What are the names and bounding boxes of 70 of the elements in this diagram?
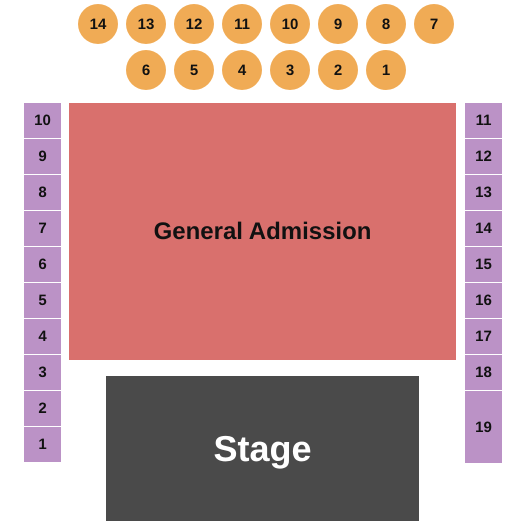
seating-section (465, 103, 502, 138)
section-label: 8 (38, 184, 47, 201)
seating-section (24, 427, 61, 462)
section-label: 5 (190, 62, 198, 78)
seat-table (126, 4, 166, 44)
section-label: 11 (234, 16, 250, 32)
section-label: 13 (475, 184, 492, 201)
section-label: 1 (38, 436, 47, 453)
seat-table (270, 50, 310, 90)
seating-section (465, 247, 502, 282)
seating-section (465, 139, 502, 174)
seating-section (465, 175, 502, 210)
seat-table (78, 4, 118, 44)
seating-section (24, 319, 61, 354)
section-label: 3 (38, 364, 47, 381)
seat-table (174, 4, 214, 44)
section-label: 6 (142, 62, 150, 78)
section-label: 15 (475, 256, 492, 273)
section-label: Stage (213, 428, 312, 470)
section-label: 6 (38, 256, 47, 273)
section-label: 11 (476, 112, 492, 129)
seating-section (24, 175, 61, 210)
seating-section (24, 103, 61, 138)
seat-table (318, 50, 358, 90)
section-label: 17 (475, 328, 492, 345)
seating-section (465, 283, 502, 318)
seating-section (465, 211, 502, 246)
section-label: 7 (38, 220, 47, 237)
section-label: 12 (186, 16, 202, 32)
seat-table (270, 4, 310, 44)
seat-table (318, 4, 358, 44)
section-label: 13 (138, 16, 154, 32)
section-label: 19 (475, 418, 492, 436)
section-label: 9 (334, 16, 342, 32)
seating-section (24, 211, 61, 246)
section-label: 2 (38, 400, 47, 417)
seating-section (24, 391, 61, 426)
section-label: 18 (475, 364, 492, 381)
seating-section (465, 319, 502, 354)
seating-section (24, 139, 61, 174)
section-label: 10 (282, 16, 298, 32)
stage (106, 376, 419, 521)
seating-section (465, 355, 502, 390)
seat-table (174, 50, 214, 90)
section-label: 14 (475, 220, 492, 237)
seat-table (222, 4, 262, 44)
section-label: 7 (430, 16, 438, 32)
section-label: 10 (34, 112, 51, 129)
seating-section (465, 391, 502, 463)
seating-section (24, 355, 61, 390)
seat-table (414, 4, 454, 44)
section-label: 14 (90, 16, 106, 32)
section-label: 12 (475, 148, 492, 165)
section-label: 5 (38, 292, 47, 309)
section-label: 8 (382, 16, 390, 32)
section-label: 16 (475, 292, 492, 309)
seat-table (366, 4, 406, 44)
seat-table (222, 50, 262, 90)
seating-section (24, 283, 61, 318)
seating-section (24, 247, 61, 282)
section-label: 2 (334, 62, 342, 78)
section-label: 1 (382, 62, 390, 78)
section-label: 4 (38, 328, 47, 345)
section-label: 9 (38, 148, 47, 165)
general-admission-area (69, 103, 456, 360)
section-label: 4 (238, 62, 246, 78)
seat-table (366, 50, 406, 90)
section-label: 3 (286, 62, 294, 78)
seat-table (126, 50, 166, 90)
section-label: General Admission (154, 218, 372, 246)
